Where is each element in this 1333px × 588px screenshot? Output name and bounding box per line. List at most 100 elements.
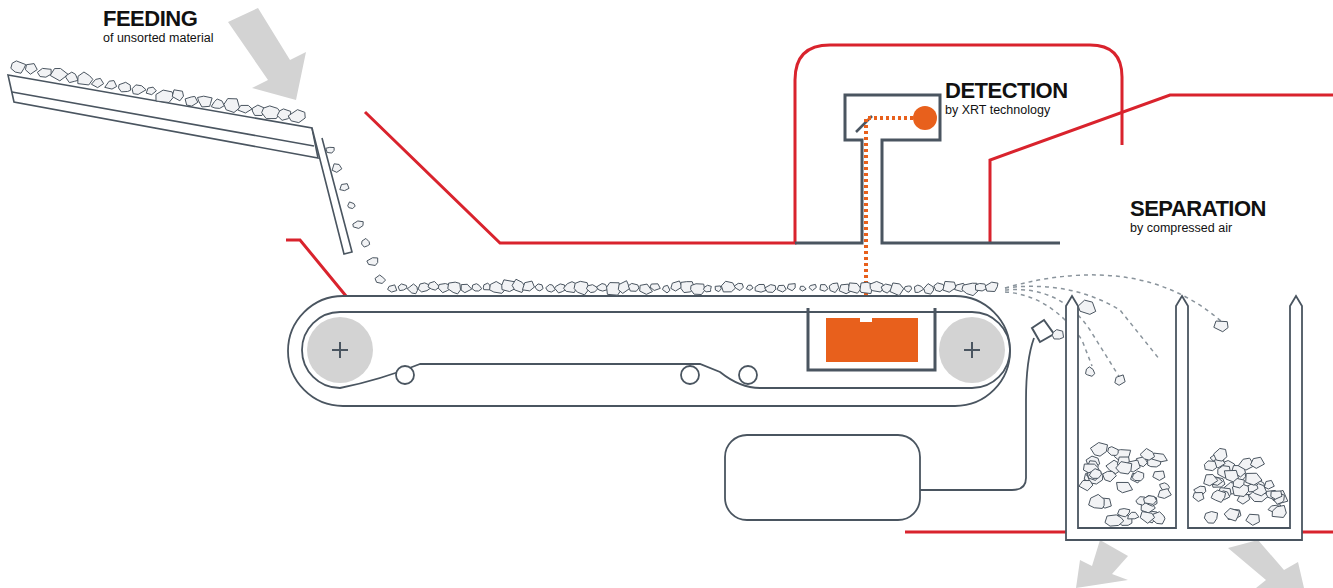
ore-particle	[777, 285, 786, 292]
ore-particle	[1211, 490, 1225, 502]
ore-particle	[1246, 473, 1262, 485]
ore-particle	[91, 78, 103, 87]
ore-particle	[1214, 448, 1227, 461]
ore-particle	[924, 284, 934, 295]
ore-particle	[1105, 515, 1124, 526]
ore-particle	[172, 90, 183, 101]
ore-particle	[914, 285, 923, 292]
ore-particle	[66, 72, 78, 83]
ore-particle	[628, 283, 639, 291]
ore-particle	[618, 281, 630, 294]
ore-particle	[890, 283, 904, 296]
ore-particle	[1153, 471, 1165, 480]
ore-particle	[546, 285, 556, 292]
ore-particle	[721, 281, 735, 292]
trajectory	[1005, 275, 1222, 378]
ore-particle	[262, 106, 281, 119]
ore-particle	[746, 285, 753, 290]
ore-particle	[787, 284, 795, 291]
ore-particle	[703, 285, 711, 292]
ore-particle	[198, 96, 213, 107]
ore-particle	[943, 281, 956, 292]
ore-particle	[428, 281, 440, 290]
air-hose	[920, 338, 1034, 490]
ore-particle	[1140, 512, 1154, 524]
ore-particle	[522, 281, 534, 291]
ore-particle	[105, 81, 117, 89]
ore-particle	[904, 286, 911, 292]
ore-particle	[1117, 509, 1129, 517]
ore-particle	[1132, 471, 1143, 481]
idler-roller	[396, 366, 757, 384]
ore-particle	[586, 285, 597, 293]
xray-detector	[826, 318, 918, 362]
ore-particle	[1204, 512, 1217, 524]
detector-housing	[795, 95, 1060, 243]
ore-particle	[238, 105, 252, 113]
ore-particle	[1117, 482, 1133, 492]
ore-particle	[1193, 493, 1204, 502]
ore-particle	[715, 286, 721, 292]
ore-particle	[535, 284, 543, 291]
stage-subheading: by XRT technology	[945, 103, 1050, 117]
ore-particle	[1204, 475, 1218, 486]
ore-particle	[211, 99, 224, 108]
ore-particle	[1090, 443, 1107, 457]
ore-particle	[288, 110, 305, 123]
ore-particle	[185, 96, 198, 106]
ore-particle	[1052, 330, 1063, 339]
ore-particle	[829, 283, 838, 293]
ore-particle	[1140, 449, 1155, 461]
ore-particle	[1089, 469, 1101, 479]
ore-particle	[326, 147, 334, 153]
ore-particle	[1102, 471, 1116, 481]
stage-subheading: of unsorted material	[103, 31, 213, 45]
ore-particle	[820, 285, 828, 292]
ore-particle	[348, 202, 355, 209]
output-arrow	[1228, 540, 1304, 588]
ore-particle	[975, 283, 986, 290]
ore-particle	[1264, 480, 1274, 489]
collection-bin	[1066, 296, 1302, 540]
ore-particle	[119, 82, 131, 92]
feed-chute	[8, 75, 352, 254]
detector-bracket	[808, 308, 935, 370]
ore-particle	[367, 258, 378, 266]
ore-particle	[1233, 478, 1244, 487]
air-nozzle	[1032, 320, 1054, 342]
ore-particle	[734, 283, 743, 290]
ore-particle	[1224, 508, 1239, 521]
stage-heading: DETECTION	[945, 80, 1068, 102]
ore-particle	[800, 286, 806, 291]
ore-particle	[1089, 494, 1105, 508]
xray-beam	[866, 118, 913, 318]
ore-particle	[461, 284, 472, 292]
ore-particle	[1272, 505, 1286, 517]
ore-particle	[448, 282, 461, 294]
ore-particle	[50, 68, 68, 80]
ore-particle	[353, 221, 363, 228]
ore-particle	[1116, 462, 1132, 474]
ore-particle	[37, 68, 51, 77]
ore-particle	[388, 285, 397, 292]
ore-particle	[809, 284, 816, 290]
ore-particle	[1108, 447, 1119, 456]
ore-particle	[1204, 461, 1216, 471]
ore-particle	[1271, 491, 1282, 499]
ore-particle	[765, 285, 776, 293]
ore-particle	[340, 184, 349, 191]
ore-particle	[398, 284, 407, 291]
ore-particle	[332, 164, 342, 173]
ore-particle	[25, 64, 37, 75]
ore-particle	[662, 285, 670, 293]
ore-particle	[472, 284, 482, 291]
ore-particle	[1250, 457, 1264, 468]
ore-particles	[11, 61, 1288, 526]
ore-particle	[1115, 375, 1125, 385]
conveyor-belt	[288, 296, 1010, 406]
ore-particle	[1214, 321, 1228, 332]
ore-particle	[146, 87, 156, 95]
ore-particle	[277, 109, 290, 120]
